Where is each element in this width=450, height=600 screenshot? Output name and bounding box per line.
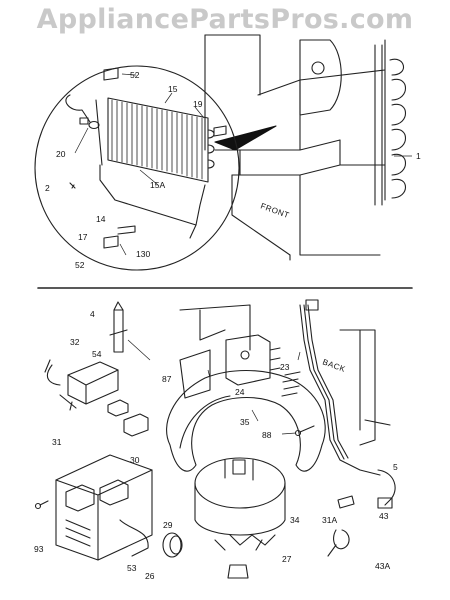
callout-93: 93 <box>34 544 44 554</box>
clip-43 <box>337 495 355 509</box>
watermark-logo: AppliancePartsPros.com <box>36 4 414 35</box>
leader-lines <box>74 73 412 435</box>
callout-88: 88 <box>262 430 272 440</box>
callout-52: 52 <box>75 260 85 270</box>
callout-19: 52 <box>130 70 140 80</box>
front-label: FRONT <box>259 201 290 220</box>
callout-20: 20 <box>56 149 66 159</box>
wiring-harness <box>281 299 396 509</box>
callout-14: 14 <box>96 214 106 224</box>
callout-4: 4 <box>90 309 95 319</box>
relay-parts-30 <box>107 399 149 437</box>
callout-43: 43 <box>379 511 389 521</box>
grommet-28 <box>162 532 183 558</box>
electrical-box-54 <box>55 454 153 561</box>
callout-35: 35 <box>240 417 250 427</box>
relay-overload-31 <box>44 359 119 411</box>
callout-23: 23 <box>280 362 290 372</box>
back-label: BACK <box>321 357 347 374</box>
callout-2: 2 <box>45 183 50 193</box>
callout-29: 29 <box>163 520 173 530</box>
detail-circle <box>34 65 240 271</box>
callout-130: 130 <box>136 249 150 259</box>
fastener-4 <box>109 301 128 353</box>
callout-87: 87 <box>162 374 172 384</box>
callout-32: 32 <box>70 337 80 347</box>
cabinet-base <box>179 304 391 446</box>
cabinet-back-panel <box>299 39 342 116</box>
callout-5: 5 <box>393 462 398 472</box>
compressor <box>166 369 326 551</box>
thermostat-sensor <box>65 94 100 130</box>
callout-34: 34 <box>290 515 300 525</box>
callout-15a: 15A <box>150 180 165 190</box>
callout-30: 30 <box>130 455 140 465</box>
condenser-coil <box>374 44 407 206</box>
callout-43a: 43A <box>375 561 390 571</box>
callout-17: 17 <box>78 232 88 242</box>
screw-88 <box>294 425 315 437</box>
screw-93 <box>34 500 49 510</box>
callout-31: 31 <box>52 437 62 447</box>
detail-pointer <box>214 125 277 151</box>
callout-31a: 31A <box>322 515 337 525</box>
evaporator-small-parts <box>69 67 227 249</box>
evaporator-tubing <box>95 99 206 239</box>
callout-54: 53 <box>127 563 137 573</box>
callout-24: 24 <box>235 387 245 397</box>
grommet-26 <box>227 564 249 579</box>
clamp-43a <box>327 529 350 557</box>
callout-1: 1 <box>416 151 421 161</box>
callout-15: 15 <box>168 84 178 94</box>
relay-bracket-24 <box>179 334 281 399</box>
callout-27: 27 <box>282 554 292 564</box>
callout-26: 26 <box>145 571 155 581</box>
callout-18: 19 <box>193 99 203 109</box>
callout-53: 54 <box>92 349 102 359</box>
